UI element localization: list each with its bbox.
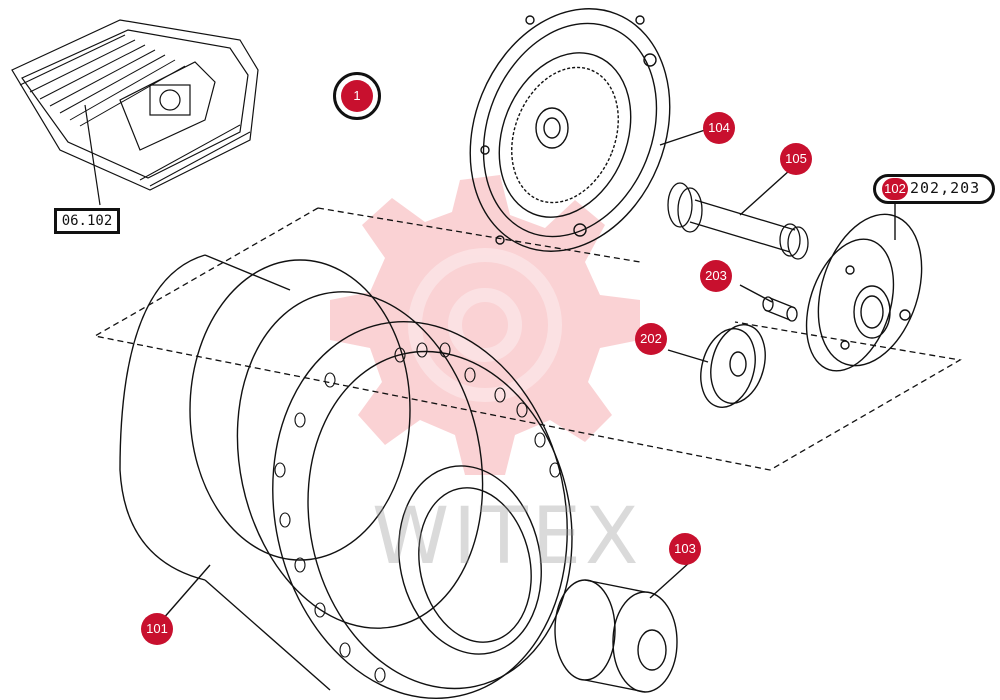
callout-202[interactable]: 202: [635, 323, 667, 355]
track-assembly-drawing: [11, 19, 259, 206]
part-203-pin: [762, 296, 798, 322]
group-reference-label: 102: [882, 178, 908, 200]
assembly-marker-label: 1: [341, 80, 373, 112]
part-105-input-shaft: [667, 182, 809, 260]
callout-105[interactable]: 105: [780, 143, 812, 175]
part-103-splined-hub: [554, 579, 678, 693]
leader-lines: [161, 129, 896, 621]
part-202-planet-gear: [700, 324, 766, 408]
part-104-ring-gear: [469, 8, 671, 252]
group-reference-sublabels: 202,203: [910, 179, 981, 197]
callout-101[interactable]: 101: [141, 613, 173, 645]
reference-box[interactable]: 06.102: [54, 208, 120, 234]
watermark-gear-center: [408, 248, 562, 402]
callout-203[interactable]: 203: [700, 260, 732, 292]
callout-103[interactable]: 103: [669, 533, 701, 565]
exploded-envelope: [93, 207, 962, 471]
callout-104[interactable]: 104: [703, 112, 735, 144]
part-101-bolt-holes: [274, 342, 561, 683]
assembly-marker[interactable]: 1: [333, 72, 381, 120]
part-102-planet-carrier: [805, 213, 923, 372]
group-reference-102[interactable]: 102 202,203: [873, 174, 995, 204]
